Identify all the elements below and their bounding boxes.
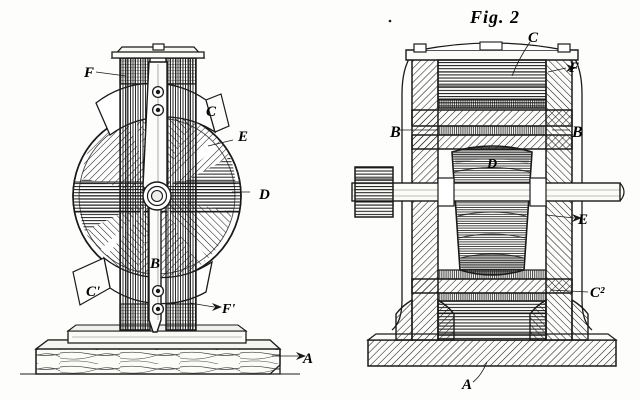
fig2-label-C2: C²	[590, 285, 605, 301]
fig1-top-cap	[110, 43, 206, 59]
fig1-label-A: A	[302, 351, 313, 367]
fig2-pole-plate-F	[411, 109, 573, 150]
fig1-label-E: E	[237, 129, 248, 145]
fig1-upper-bolts	[151, 85, 165, 117]
fig2-label-A: A	[461, 377, 472, 393]
fig2-label-C: C	[528, 30, 539, 46]
fig1-label-F-prime: F'	[221, 302, 235, 317]
fig2-armature-drum-D	[451, 145, 533, 276]
fig2-label-D: D	[486, 157, 497, 172]
fig2-top-cap	[405, 41, 579, 61]
figure-1-group: F C E D B C' F' A	[20, 43, 313, 375]
fig2-bearing-blocks	[437, 177, 547, 207]
fig2-lower-pole-C2	[411, 269, 573, 302]
fig2-label-F: F	[568, 60, 579, 76]
fig2-shaft-E	[351, 182, 625, 202]
fig1-leader-lines	[95, 71, 298, 357]
fig1-label-F: F	[83, 65, 94, 81]
fig1-shaft-hub	[142, 181, 172, 211]
fig2-title: Fig. 2	[469, 7, 520, 27]
fig2-label-E: E	[577, 212, 588, 228]
figure-2-group: Fig. 2 C F B B D E C² A	[351, 7, 625, 393]
fig2-label-B-left: B	[389, 124, 401, 141]
fig1-label-C: C	[206, 104, 217, 120]
fig2-upper-coil-C	[437, 59, 547, 109]
fig1-leader-arrows	[212, 303, 306, 360]
fig2-lower-coil	[437, 300, 547, 341]
fig1-label-C-prime: C'	[86, 284, 100, 300]
fig2-label-B-right: B	[571, 124, 583, 141]
fig1-label-D: D	[258, 187, 270, 203]
scan-speck	[388, 19, 392, 23]
fig2-leader-arrows	[566, 64, 582, 222]
fig1-base-A	[20, 339, 300, 375]
fig1-lower-bolts	[151, 284, 165, 316]
fig1-label-B: B	[149, 256, 160, 272]
fig2-pulley-boss	[354, 166, 394, 218]
fig1-field-core-F-right	[165, 57, 197, 331]
fig2-leader-lines	[400, 41, 589, 383]
